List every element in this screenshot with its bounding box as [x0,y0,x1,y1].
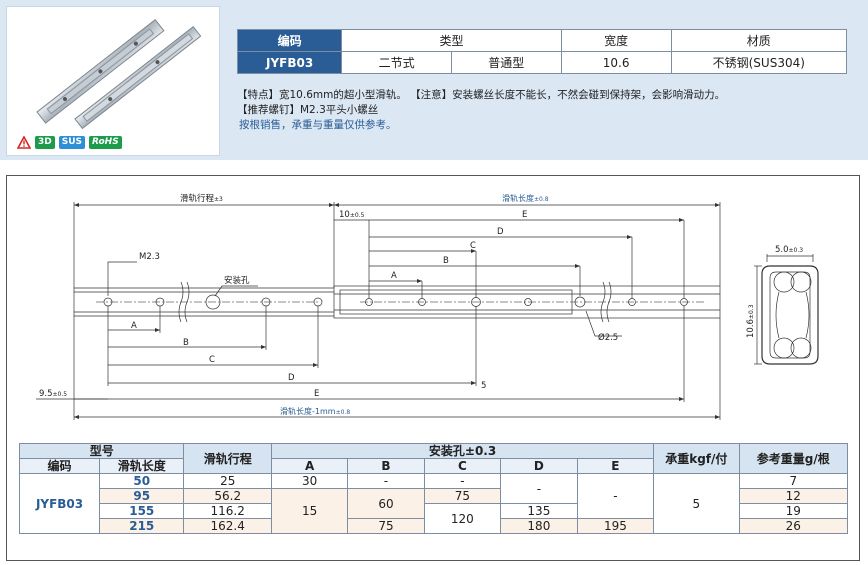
d-cell: 180 [500,518,578,534]
table-row: 215 162.4 75 180 195 26 [19,518,849,534]
length-cell: 50 [99,473,185,489]
stroke-cell: 116.2 [183,503,272,519]
th-load: 承重kgf/付 [653,443,740,474]
weight-cell: 7 [738,473,849,489]
dim-small-5: 5 [481,381,486,391]
th-stroke: 滑轨行程 [183,443,272,474]
th-c: C [423,458,502,474]
dim-length-minus: 滑轨长度-1mm±0.8 [280,406,350,416]
a-cell-merged: 15 [270,488,349,534]
dim-a-top: A [391,271,397,281]
e-cell: 195 [576,518,655,534]
warning-icon [17,136,31,149]
d-cell: 135 [500,503,578,519]
dim-e-top: E [522,210,527,220]
dim-d-bottom: D [288,373,295,383]
b-cell: - [347,473,425,489]
b-cell-merged: 60 [347,488,425,519]
c-cell-merged: 120 [423,503,502,534]
dim-a-bottom: A [131,321,137,331]
code-cell: JYFB03 [18,473,101,534]
th-b: B [347,458,425,474]
spec-header-type: 类型 [341,29,562,52]
notes-features: 【特点】宽10.6mm的超小型滑轨。 【注意】安装螺丝长度不能长，不然会碰到保持… [237,89,726,101]
side-width-label: 5.0±0.3 [775,245,803,255]
product-photo: 3D SUS RoHS [6,6,220,156]
table-row: 155 116.2 120 135 19 [20,503,849,534]
th-model: 型号 [18,443,185,459]
c-cell: - [423,473,502,489]
spec-material: 不锈钢(SUS304) [670,51,848,74]
dim-e-bottom: E [314,389,319,399]
length-cell: 215 [99,518,185,534]
hole-diameter-label: Ø2.5 [598,332,618,343]
th-e: E [576,458,655,474]
badge-3d: 3D [35,136,55,149]
dim-b-top: B [443,256,449,266]
e-cell-merged: - [576,473,655,519]
spec-code: JYFB03 [236,51,343,74]
d-cell-merged: - [500,473,578,504]
stroke-cell: 25 [183,473,272,489]
spec-width: 10.6 [560,51,672,74]
notes-screw: 【推荐螺钉】M2.3平头小螺丝 [237,104,379,116]
stroke-cell: 56.2 [183,488,272,504]
dim-b-bottom: B [183,338,189,348]
spec-type-sections: 二节式 [341,51,452,74]
weight-cell: 26 [738,518,849,534]
th-holes: 安装孔±0.3 [270,443,655,459]
th-code: 编码 [18,458,101,474]
weight-cell: 19 [738,503,849,519]
dim-stroke-label: 滑轨行程±3 [180,193,223,204]
table-row: JYFB03 50 25 30 - - - - 5 7 [18,473,849,534]
slide-rail-image [36,18,202,130]
th-d: D [500,458,578,474]
spec-header-material: 材质 [670,29,848,52]
th-weight: 参考重量g/根 [738,443,849,474]
a-cell: 30 [270,473,349,489]
length-cell: 155 [99,503,185,519]
dimension-table: 型号 滑轨行程 安装孔±0.3 承重kgf/付 参考重量g/根 编码 滑轨长度 … [18,443,849,534]
notes-sale: 按根销售，承重与重量仅供参考。 [239,119,397,131]
spec-header-code: 编码 [236,29,343,52]
badge-row: 3D SUS RoHS [17,136,122,149]
th-length: 滑轨长度 [99,458,185,474]
screw-label: M2.3 [139,252,160,262]
dim-d-top: D [497,227,504,237]
spec-header-width: 宽度 [560,29,672,52]
load-cell: 5 [653,473,740,534]
mount-hole-label: 安装孔 [224,275,250,286]
product-notes: 【特点】宽10.6mm的超小型滑轨。 【注意】安装螺丝长度不能长，不然会碰到保持… [237,88,725,133]
dim-c-top: C [470,241,476,251]
dim-9-5: 9.5±0.5 [39,389,67,399]
dim-10: 10±0.5 [339,210,365,220]
c-cell: 75 [423,488,502,504]
badge-rohs: RoHS [89,136,122,149]
spec-type-kind: 普通型 [450,51,562,74]
b-cell: 75 [347,518,425,534]
weight-cell: 12 [738,488,849,504]
stroke-cell: 162.4 [183,518,272,534]
spec-table: 编码 类型 宽度 材质 JYFB03 二节式 普通型 10.6 不锈钢(SUS3… [236,29,848,74]
side-height-label: 10.6±0.3 [746,304,756,338]
dim-length-label: 滑轨长度±0.8 [502,193,549,203]
th-a: A [270,458,349,474]
length-cell: 95 [99,488,185,504]
dim-c-bottom: C [209,355,215,365]
badge-sus: SUS [58,136,86,149]
